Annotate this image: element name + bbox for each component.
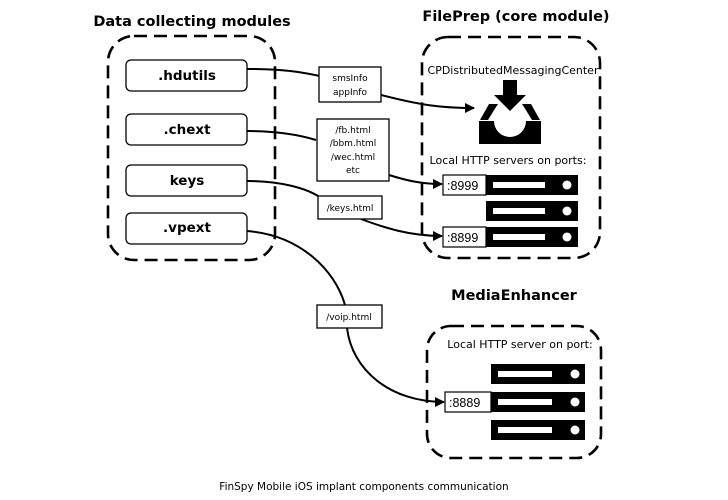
edge-label-line: appInfo: [333, 88, 367, 98]
group-box-data-collecting: [106, 34, 277, 262]
server-8899: :8899: [442, 226, 578, 248]
server-rack-icon: [486, 227, 578, 247]
server-rack-icon: [491, 392, 585, 412]
edge-label-line: /keys.html: [327, 204, 374, 214]
server-unnamed: [491, 420, 585, 440]
edge-label-chext: /fb.html /bbm.html /wec.html etc: [316, 118, 390, 182]
server-8999: :8999: [442, 174, 578, 196]
module-chext: .chext: [125, 113, 248, 146]
edge-vpext-to-8889-arrow: [346, 327, 445, 407]
figure-caption: FinSpy Mobile iOS implant components com…: [219, 481, 508, 493]
server-rack-icon: [486, 175, 578, 195]
edge-label-hdutils: smsInfo appInfo: [318, 66, 382, 103]
module-label: keys: [170, 173, 205, 189]
edge-label-vpext: /voip.html: [316, 304, 383, 329]
module-label: .chext: [163, 122, 211, 138]
server-unnamed: [486, 201, 578, 221]
group-box-mediaenhancer: [425, 324, 603, 460]
edge-label-keys: /keys.html: [317, 195, 383, 220]
server-8889: :8889: [444, 391, 585, 413]
server-rack-icon: [491, 364, 585, 384]
module-keys: keys: [125, 164, 248, 197]
edge-hdutils-to-messaging-arrow: [380, 94, 475, 113]
edge-label-line: smsInfo: [332, 74, 368, 84]
group-box-fileprep: [420, 35, 602, 260]
edge-label-line: /voip.html: [326, 313, 371, 323]
fileprep-servers-label: Local HTTP servers on ports:: [430, 154, 587, 167]
module-hdutils: .hdutils: [125, 59, 248, 92]
edge-vpext-to-8889: [246, 230, 346, 306]
port-label: :8889: [449, 396, 480, 410]
port-label: :8899: [447, 231, 478, 245]
module-label: .vpext: [163, 220, 211, 236]
edge-label-line: /wec.html: [331, 153, 375, 163]
module-label: .hdutils: [158, 68, 216, 84]
edge-keys-to-8899: [246, 180, 319, 197]
edge-label-line: etc: [346, 166, 360, 176]
edge-hdutils-to-messaging: [246, 68, 321, 77]
inbox-download-icon: [479, 80, 541, 144]
edge-chext-to-8999-arrow: [388, 174, 443, 189]
port-label: :8999: [447, 179, 478, 193]
server-rack-icon: [491, 420, 585, 440]
mediaenhancer-server-label: Local HTTP server on port:: [447, 338, 592, 351]
group-title-fileprep: FilePrep (core module): [422, 9, 609, 25]
edge-label-line: /bbm.html: [330, 139, 377, 149]
edge-keys-to-8899-arrow: [360, 218, 443, 241]
messaging-center-label: CPDistributedMessagingCenter: [428, 64, 599, 77]
group-title-mediaenhancer: MediaEnhancer: [451, 288, 577, 304]
server-rack-icon: [486, 201, 578, 221]
module-vpext: .vpext: [125, 212, 248, 245]
server-unnamed: [491, 364, 585, 384]
edge-chext-to-8999: [246, 130, 317, 141]
edge-label-line: /fb.html: [335, 126, 370, 136]
group-title-data-collecting: Data collecting modules: [93, 14, 290, 30]
